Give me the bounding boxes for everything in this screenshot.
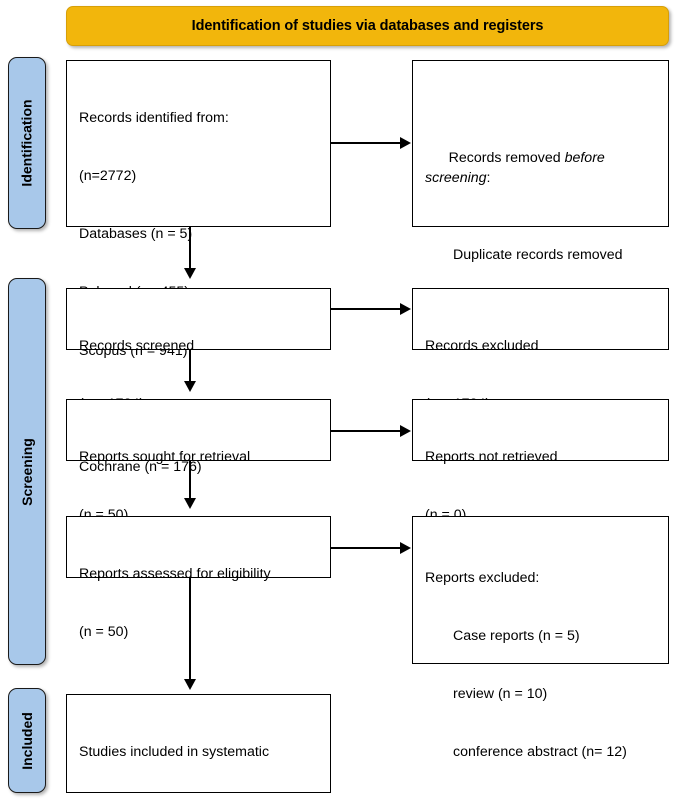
records-excluded-label: Records excluded <box>425 337 539 354</box>
records-screened-label: Records screened <box>79 337 195 354</box>
diagram-title: Identification of studies via databases … <box>191 18 544 34</box>
stage-tab-screening-label: Screening <box>19 437 36 506</box>
stage-tab-identification: Identification <box>8 57 46 229</box>
reports-sought-label: Reports sought for retrieval <box>79 448 251 465</box>
box-reports-assessed: Reports assessed for eligibility (n = 50… <box>66 516 331 640</box>
records-identified-source: Cochrane (n = 176) <box>79 459 202 476</box>
records-removed-heading: Records removed before screening: <box>425 130 658 208</box>
arrow-assessed-to-excluded <box>400 541 411 554</box>
arrow-assessed-to-included <box>183 679 196 690</box>
records-identified-source: Databases (n = 5) <box>79 226 193 243</box>
connector-sought-to-assessed <box>189 461 191 502</box>
box-records-screened: Records screened (n = 1784) <box>66 288 331 412</box>
box-reports-sought: Reports sought for retrieval (n = 50) <box>66 399 331 523</box>
records-removed-colon: : <box>486 169 491 186</box>
box-records-excluded: Records excluded (n = 1734) <box>412 288 669 412</box>
arrow-sought-to-assessed <box>183 498 196 509</box>
box-studies-included: Studies included in systematic review (n… <box>66 694 331 793</box>
diagram-title-banner: Identification of studies via databases … <box>66 6 669 46</box>
connector-assessed-to-excluded <box>331 547 401 549</box>
records-removed-lead: Records removed <box>448 150 565 167</box>
stage-tab-identification-label: Identification <box>19 99 35 187</box>
records-removed-emphasis: before screening <box>425 150 609 186</box>
studies-included-line: Studies included in systematic <box>79 743 270 760</box>
stage-tab-included: Included <box>8 688 46 793</box>
arrow-screened-to-sought <box>183 381 196 392</box>
arrow-sought-to-not-retrieved <box>400 424 411 437</box>
arrow-identified-to-screened <box>183 268 196 279</box>
box-records-removed: Records removed before screening: Duplic… <box>412 60 669 321</box>
connector-identified-to-removed <box>331 142 401 144</box>
box-reports-excluded: Reports excluded: Case reports (n = 5) r… <box>412 516 669 760</box>
reports-excluded-reason: review (n = 10) <box>453 686 548 703</box>
records-identified-heading: Records identified from: <box>79 109 229 126</box>
reports-not-retrieved-label: Reports not retrieved <box>425 448 558 465</box>
records-removed-detail: Duplicate records removed <box>453 247 623 264</box>
reports-excluded-heading: Reports excluded: <box>425 569 540 586</box>
reports-assessed-label: Reports assessed for eligibility <box>79 565 271 582</box>
reports-excluded-reason: conference abstract (n= 12) <box>453 744 627 761</box>
connector-identified-to-screened <box>189 227 191 273</box>
connector-screened-to-excluded <box>331 308 401 310</box>
records-identified-total: (n=2772) <box>79 168 137 185</box>
connector-assessed-to-included <box>189 578 191 683</box>
arrow-screened-to-excluded <box>400 302 411 315</box>
box-reports-not-retrieved: Reports not retrieved (n = 0) <box>412 399 669 523</box>
connector-screened-to-sought <box>189 350 191 385</box>
arrow-identified-to-removed <box>400 136 411 149</box>
reports-assessed-count: (n = 50) <box>79 624 129 641</box>
reports-excluded-reason: Case reports (n = 5) <box>453 628 580 645</box>
connector-sought-to-not-retrieved <box>331 430 401 432</box>
stage-tab-included-label: Included <box>19 711 35 770</box>
stage-tab-screening: Screening <box>8 278 46 665</box>
box-records-identified: Records identified from: (n=2772) Databa… <box>66 60 331 533</box>
